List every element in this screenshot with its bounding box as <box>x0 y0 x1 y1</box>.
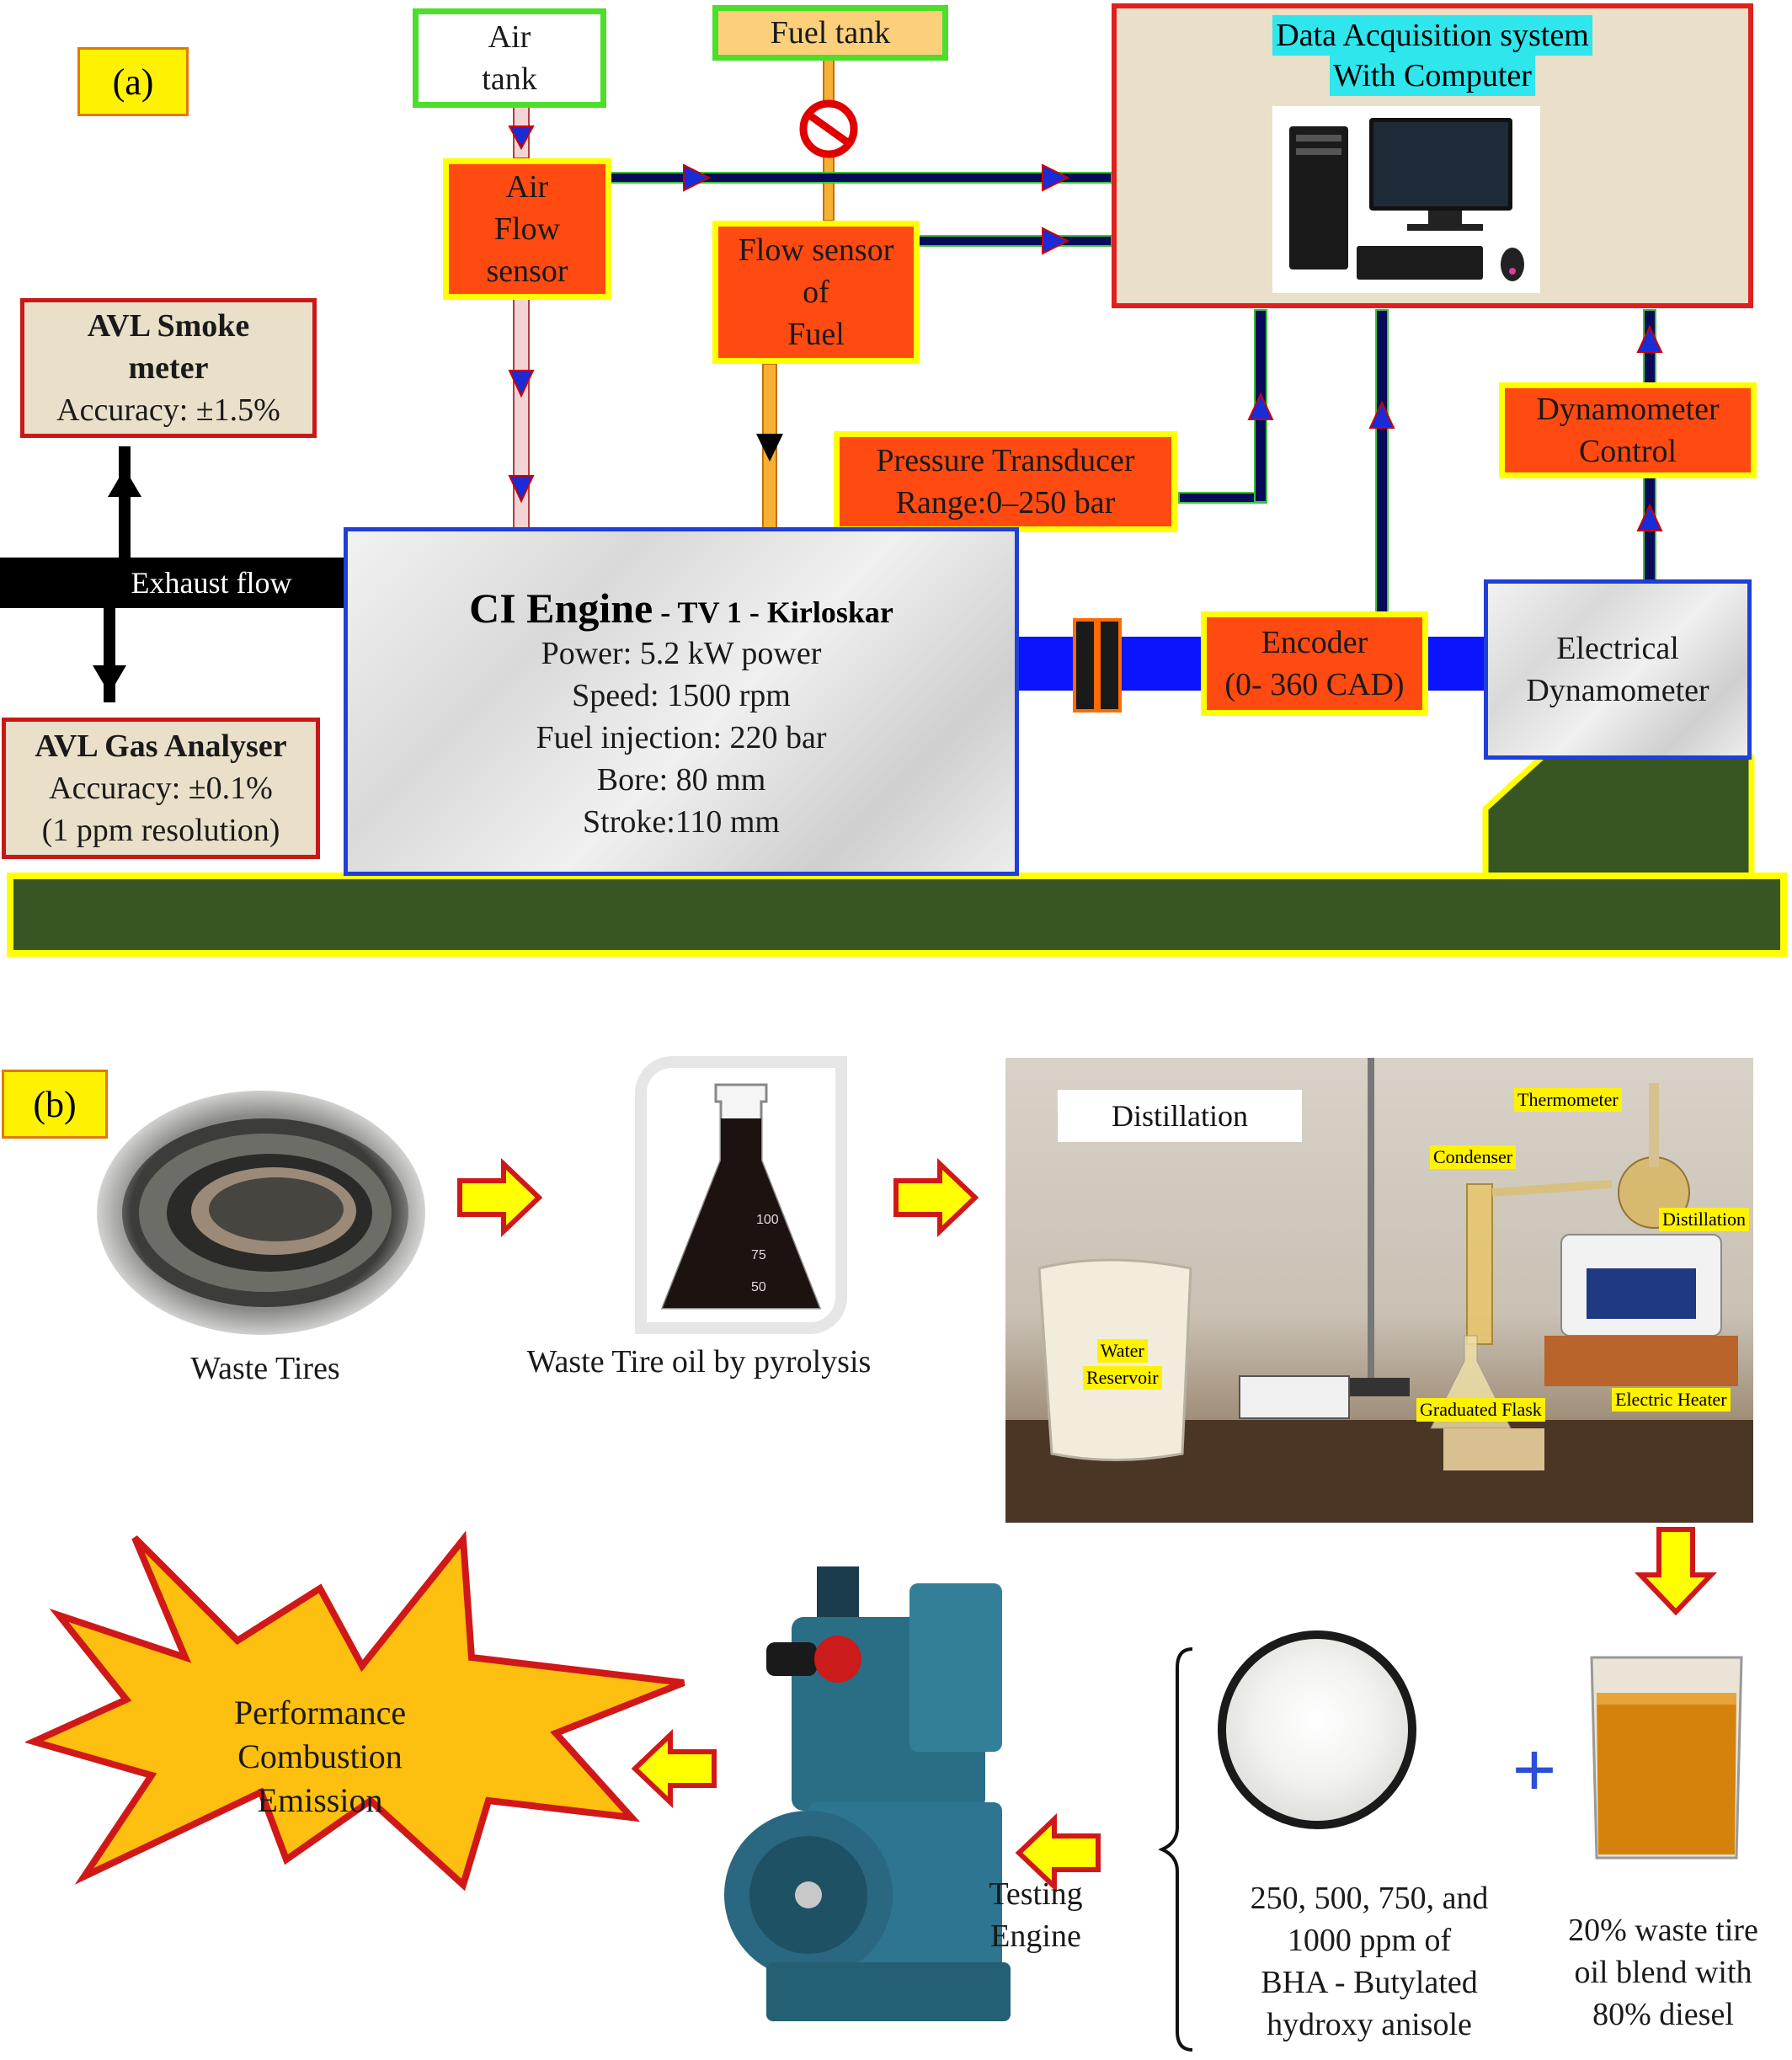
data-acquisition-system: Data Acquisition system With Computer <box>1112 3 1753 308</box>
encoder: Encoder (0- 360 CAD) <box>1201 611 1428 716</box>
computer-icon <box>1272 106 1540 293</box>
fuel-flow-sensor: Flow sensor of Fuel <box>712 221 920 364</box>
panel-a-label: (a) <box>77 47 189 116</box>
panel-b-label: (b) <box>2 1070 108 1139</box>
outcome-burst: Performance Combustion Emission <box>25 1523 699 1893</box>
testing-engine-caption: Testing Engine <box>989 1876 1083 1954</box>
graduated-flask-label: Graduated Flask <box>1416 1398 1545 1422</box>
water-reservoir-label: Water Reservoir <box>1083 1339 1162 1390</box>
avl-gas-analyser: AVL Gas Analyser Accuracy: ±0.1% (1 ppm … <box>2 718 320 859</box>
blend-beaker-image <box>1587 1652 1747 1861</box>
condenser-label: Condenser <box>1430 1145 1517 1169</box>
waste-tires-image <box>93 1086 429 1339</box>
pressure-transducer: Pressure Transducer Range:0–250 bar <box>834 431 1177 532</box>
waste-tire-oil-flask: 100 75 50 <box>635 1056 847 1334</box>
dynamometer-control: Dynamometer Control <box>1499 382 1757 478</box>
bha-powder-image <box>1218 1630 1416 1829</box>
distillation-label: Distillation <box>1659 1208 1749 1231</box>
panel-a-connections <box>7 38 1787 957</box>
exhaust-flow-bar: Exhaust flow <box>0 558 347 608</box>
daq-title-line1: Data Acquisition system <box>1272 15 1592 56</box>
waste-tire-oil-caption: Waste Tire oil by pyrolysis <box>526 1344 872 1380</box>
plus-sign: + <box>1512 1727 1557 1812</box>
fuel-tank: Fuel tank <box>712 5 948 61</box>
air-tank: Air tank <box>413 8 606 108</box>
daq-title-line2: With Computer <box>1330 56 1535 96</box>
engine-title: CI Engine - TV 1 - Kirloskar <box>469 584 893 632</box>
avl-smoke-meter: AVL Smoke meter Accuracy: ±1.5% <box>20 298 317 438</box>
thermometer-label: Thermometer <box>1514 1088 1622 1112</box>
waste-tires-caption: Waste Tires <box>190 1351 340 1386</box>
bha-caption: 250, 500, 750, and 1000 ppm of BHA - But… <box>1250 1881 1489 2042</box>
distillation-title: Distillation <box>1058 1090 1302 1142</box>
blend-caption: 20% waste tire oil blend with 80% diesel <box>1568 1913 1758 2032</box>
electric-heater-label: Electric Heater <box>1612 1388 1731 1412</box>
testing-engine-image <box>716 1566 1044 2047</box>
ci-engine: CI Engine - TV 1 - Kirloskar Power: 5.2 … <box>344 527 1019 876</box>
air-flow-sensor: Air Flow sensor <box>443 158 611 300</box>
distillation-photo: Distillation Thermometer Condenser Disti… <box>1005 1058 1753 1523</box>
electrical-dynamometer: Electrical Dynamometer <box>1484 579 1752 760</box>
